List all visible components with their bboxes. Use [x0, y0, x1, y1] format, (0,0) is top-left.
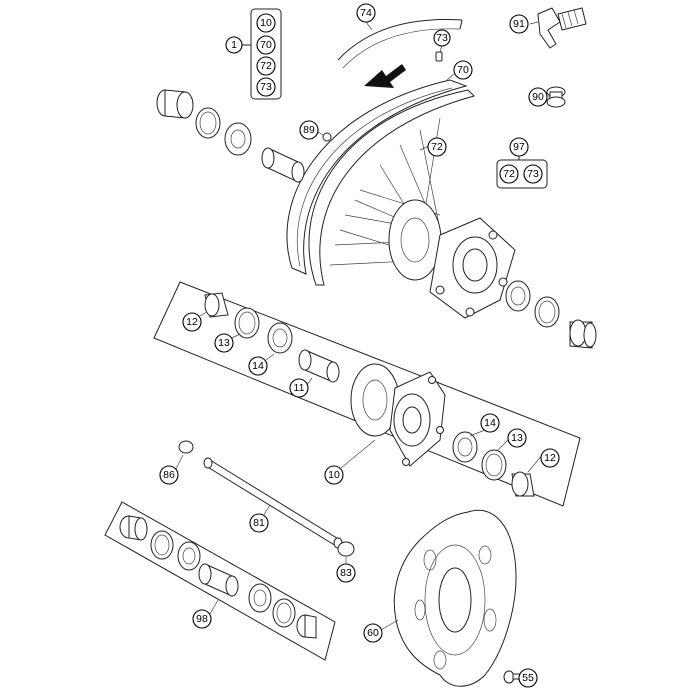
assembled-hub	[388, 199, 516, 319]
svg-text:55: 55	[522, 672, 534, 684]
callout-13-left: 13	[214, 333, 234, 353]
callout-12-right: 12	[540, 448, 560, 468]
svg-text:72: 72	[503, 168, 515, 180]
callout-73: 73	[433, 29, 451, 47]
callout-10-hub: 10	[324, 465, 344, 485]
callout-74: 74	[356, 3, 376, 23]
svg-text:12: 12	[186, 316, 198, 328]
callout-90: 90	[528, 87, 548, 107]
svg-text:97: 97	[513, 141, 525, 153]
svg-text:81: 81	[253, 517, 265, 529]
callout-1: 1	[225, 36, 243, 54]
brake-disc-60	[393, 509, 517, 687]
upper-left-parts	[156, 89, 332, 183]
callout-91: 91	[509, 14, 529, 34]
callout-97: 97	[509, 137, 529, 157]
bleed-tool-91	[537, 7, 587, 49]
svg-text:12: 12	[544, 452, 556, 464]
callout-72-kit97: 72	[499, 164, 519, 184]
callout-12-left: 12	[182, 312, 202, 332]
svg-text:72: 72	[431, 141, 443, 153]
svg-text:73: 73	[527, 168, 539, 180]
callout-14-right: 14	[480, 413, 500, 433]
svg-text:10: 10	[328, 469, 340, 481]
svg-text:73: 73	[260, 81, 272, 93]
callout-14-left: 14	[248, 356, 268, 376]
svg-text:70: 70	[457, 64, 469, 76]
callout-55: 55	[518, 668, 538, 688]
callout-70-kit: 70	[256, 35, 276, 55]
svg-text:13: 13	[511, 432, 523, 444]
callout-98: 98	[192, 609, 212, 629]
svg-text:74: 74	[360, 7, 372, 19]
group-98-box	[104, 501, 336, 661]
svg-text:89: 89	[303, 124, 315, 136]
kit-1-group	[242, 8, 282, 100]
nut-86	[178, 440, 194, 454]
kit-97-group	[496, 156, 548, 189]
tyre-74	[337, 19, 463, 69]
svg-text:90: 90	[532, 91, 544, 103]
svg-text:14: 14	[252, 360, 264, 372]
callout-73-kit97: 73	[523, 164, 543, 184]
svg-text:60: 60	[367, 627, 379, 639]
callout-13-right: 13	[507, 428, 527, 448]
axle-81	[203, 457, 343, 549]
svg-text:70: 70	[260, 39, 272, 51]
bolt-55	[503, 670, 523, 684]
svg-text:1: 1	[231, 39, 237, 51]
svg-text:73: 73	[436, 32, 448, 44]
svg-text:86: 86	[163, 469, 175, 481]
callout-89: 89	[299, 120, 319, 140]
svg-text:10: 10	[260, 17, 272, 29]
callout-86: 86	[159, 465, 179, 485]
upper-right-parts	[505, 280, 597, 349]
callout-73-kit: 73	[256, 77, 276, 97]
hub-group-box	[153, 281, 581, 507]
svg-text:13: 13	[218, 337, 230, 349]
svg-text:83: 83	[340, 567, 352, 579]
nut-83	[337, 541, 355, 557]
svg-text:14: 14	[484, 417, 496, 429]
callout-81: 81	[249, 513, 269, 533]
svg-text:91: 91	[513, 18, 525, 30]
group-98-parts	[119, 515, 317, 639]
valve-73	[435, 51, 443, 62]
callout-70: 70	[453, 60, 473, 80]
svg-text:11: 11	[294, 382, 305, 394]
rotation-arrow	[364, 64, 406, 88]
sleeve-90	[546, 86, 566, 108]
callout-10-kit: 10	[256, 13, 276, 33]
svg-text:98: 98	[196, 613, 208, 625]
callout-83: 83	[336, 563, 356, 583]
callout-72: 72	[427, 137, 447, 157]
svg-text:72: 72	[260, 60, 272, 72]
hub-group-parts	[204, 292, 535, 497]
callout-11: 11	[289, 378, 309, 398]
callout-60: 60	[363, 623, 383, 643]
callout-72-kit: 72	[256, 56, 276, 76]
